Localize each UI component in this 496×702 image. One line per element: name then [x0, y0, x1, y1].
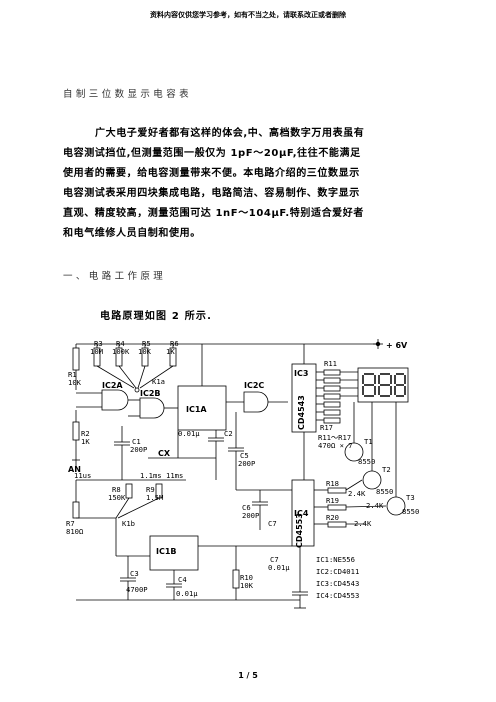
section-heading: 一、电路工作原理	[63, 271, 167, 282]
label-r8v: 150K	[108, 493, 126, 502]
label-range-1-1ms: 1.1ms	[140, 471, 162, 480]
label-c3v: 4700P	[126, 585, 148, 594]
label-c6v: 200P	[242, 511, 259, 520]
label-r19: R19	[326, 496, 339, 505]
label-r18: R18	[326, 479, 339, 488]
label-r4v: 100K	[112, 347, 130, 356]
intro-line-3: 使用者的需要，给电容测量带来不便。本电路介绍的三位数显示	[63, 168, 360, 179]
label-plus-6v: + 6V	[386, 341, 408, 350]
label-r11-r17-value: 470Ω × 7	[318, 441, 353, 450]
label-ic1a: IC1A	[186, 405, 207, 414]
label-c2v: 0.01μ	[178, 429, 200, 438]
label-t2: T2	[382, 465, 391, 474]
circuit-diagram: R3 10M R4 100K R5 10K R6 1K R1 10K K1a I…	[66, 339, 419, 609]
intro-line-4: 电容测试表采用四块集成电路，电路简洁、容易制作、数字显示	[63, 188, 360, 199]
label-r10v: 10K	[240, 581, 254, 590]
label-t1v: 8550	[358, 457, 375, 466]
label-ic1b: IC1B	[156, 547, 177, 556]
label-t3: T3	[406, 493, 415, 502]
label-r2v: 1K	[81, 437, 90, 446]
label-c1v: 200P	[130, 445, 147, 454]
label-c4: C4	[178, 575, 187, 584]
label-ic2c: IC2C	[244, 381, 264, 390]
label-r10: R10	[240, 573, 253, 582]
header-note: 资料内容仅供您学习参考，如有不当之处，请联系改正或者删除	[150, 11, 346, 19]
label-r1v: 10K	[68, 378, 82, 387]
label-r8: R8	[112, 485, 121, 494]
label-r6v: 1K	[166, 347, 175, 356]
legend-ic3: IC3:CD4543	[316, 579, 359, 588]
label-r3v: 10M	[90, 347, 104, 356]
label-range-11us: 11us	[74, 471, 91, 480]
label-r11: R11	[324, 359, 337, 368]
label-r1: R1	[68, 370, 77, 379]
legend-ic4: IC4:CD4553	[316, 591, 359, 600]
legend-ic1: IC1:NE556	[316, 555, 355, 564]
label-c4v: 0.01μ	[176, 589, 198, 598]
legend-ic2: IC2:CD4011	[316, 567, 359, 576]
label-k1b: K1b	[122, 519, 135, 528]
label-range-11ms: 11ms	[166, 471, 183, 480]
figure-caption: 电路原理如图 2 所示.	[100, 311, 213, 322]
page-number: 1 / 5	[238, 671, 258, 680]
label-r5v: 10K	[138, 347, 152, 356]
label-c7v: 0.01μ	[268, 563, 290, 572]
label-r7: R7	[66, 519, 75, 528]
label-r5: R5	[142, 339, 151, 348]
label-r11-r17: R11～R17	[318, 433, 351, 442]
label-r7v: 810Ω	[66, 527, 84, 536]
label-ic3-part: CD4543	[297, 395, 306, 430]
label-cx: CX	[158, 449, 171, 458]
label-c3: C3	[130, 569, 139, 578]
label-r4: R4	[116, 339, 125, 348]
label-r17: R17	[320, 423, 333, 432]
label-r3: R3	[94, 339, 103, 348]
label-ic4: IC4	[294, 509, 309, 518]
segment-display	[362, 373, 406, 397]
intro-line-2: 电容测试挡位,但测量范围一般仅为 1pF～20μF,往往不能满足	[63, 148, 361, 159]
label-c5v: 200P	[238, 459, 255, 468]
label-c2: C2	[224, 429, 233, 438]
label-c5: C5	[240, 451, 249, 460]
label-c7: C7	[270, 555, 279, 564]
label-r9v: 1.5M	[146, 493, 164, 502]
label-t3v: 8550	[402, 507, 419, 516]
label-r20v: 2.4K	[354, 519, 372, 528]
label-an: AN	[68, 465, 81, 474]
intro-line-1: 广大电子爱好者都有这样的体会,中、高档数字万用表虽有	[95, 128, 365, 139]
label-r18v: 2.4K	[348, 489, 366, 498]
label-c6: C6	[242, 503, 251, 512]
intro-line-5: 直观、精度较高，测量范围可达 1nF～104μF.特别适合爱好者	[63, 208, 364, 219]
label-t1: T1	[364, 437, 373, 446]
label-r2: R2	[81, 429, 90, 438]
doc-title: 自制三位数显示电容表	[63, 89, 193, 100]
label-t2v: 8550	[376, 487, 393, 496]
label-r20: R20	[326, 513, 339, 522]
label-r6: R6	[170, 339, 179, 348]
label-ic3: IC3	[294, 369, 308, 378]
label-ic2a: IC2A	[102, 381, 123, 390]
intro-line-6: 和电气维修人员自制和使用。	[63, 228, 201, 239]
label-r19v: 2.4K	[366, 501, 384, 510]
label-k1a: K1a	[152, 377, 165, 386]
label-r9: R9	[146, 485, 155, 494]
label-c7-upper: C7	[268, 519, 277, 528]
label-c1: C1	[132, 437, 141, 446]
label-ic4-part: CD4553	[295, 513, 304, 548]
label-ic2b: IC2B	[140, 389, 161, 398]
